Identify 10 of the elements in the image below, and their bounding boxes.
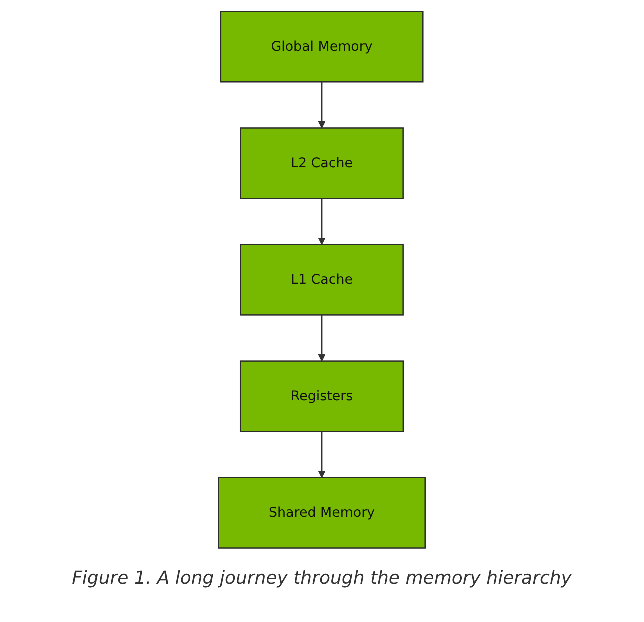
node-box: Shared Memory xyxy=(218,477,426,549)
figure-caption: Figure 1. A long journey through the memory hierarchy xyxy=(71,568,573,589)
arrow xyxy=(318,315,326,362)
arrow xyxy=(318,198,326,246)
arrow xyxy=(318,82,326,129)
node-box: L1 Cache xyxy=(240,244,404,316)
arrow xyxy=(318,432,326,478)
node-box: Global Memory xyxy=(220,11,424,83)
node-box: Registers xyxy=(240,360,404,432)
node-box: L2 Cache xyxy=(240,128,404,200)
